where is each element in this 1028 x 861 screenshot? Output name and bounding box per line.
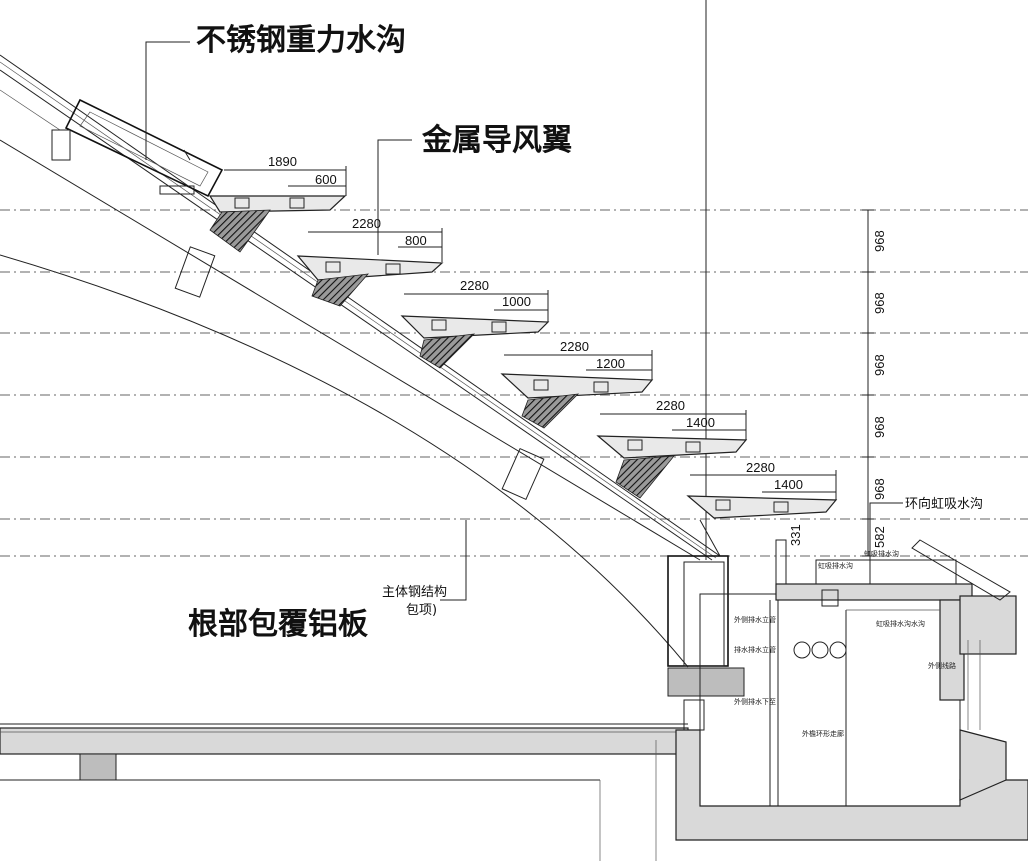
- vdim-3: 968: [872, 354, 887, 376]
- dim-total-1: 1890: [268, 154, 297, 169]
- deflector-wing-3: [400, 315, 550, 369]
- tiny-note-4: 虹吸排水沟水沟: [876, 619, 925, 628]
- dim-part-4: 1200: [596, 356, 625, 371]
- root-cladding-label: 根部包覆铝板: [188, 607, 368, 642]
- deflector-wing-4: [500, 373, 654, 501]
- dim-part-6: 1400: [774, 477, 803, 492]
- dim-total-4: 2280: [560, 339, 589, 354]
- tiny-notes: 外侧排水立管 排水排水立管 外侧排水下至 虹吸排水沟水沟 外侧线路: [734, 615, 956, 706]
- stainless-gutter: [51, 98, 224, 198]
- lower-structure: [0, 539, 1028, 861]
- gutter-label: 不锈钢重力水沟: [196, 23, 406, 58]
- outer-corridor-label: 外檐环形走廊: [802, 729, 844, 738]
- dim-part-3: 1000: [502, 294, 531, 309]
- vdim-6: 582: [872, 526, 887, 548]
- tiny-note-5: 外侧线路: [928, 661, 956, 670]
- deflector-wings: [174, 195, 838, 557]
- dim-total-5: 2280: [656, 398, 685, 413]
- tiny-note-1: 外侧排水立管: [734, 615, 776, 624]
- siphon-drain-label: 虹吸排水沟: [818, 561, 853, 570]
- deflector-wing-5: [596, 435, 748, 499]
- dim-part-2: 800: [405, 233, 427, 248]
- vdim-7: 331: [788, 524, 803, 546]
- dim-total-6: 2280: [746, 460, 775, 475]
- dim-part-1: 600: [315, 172, 337, 187]
- vdim-2: 968: [872, 292, 887, 314]
- tiny-note-2: 排水排水立管: [734, 645, 776, 654]
- dim-total-2: 2280: [352, 216, 381, 231]
- main-steel-note: 包项): [406, 603, 437, 618]
- roof-slope: [0, 54, 721, 561]
- dim-part-5: 1400: [686, 415, 715, 430]
- deflector-dims: 1890 600 2280 800 2280 1000 2280 1200 22…: [268, 154, 803, 492]
- siphon-drain-label-2: 虹吸排水沟: [864, 549, 899, 558]
- vertical-dimension-chain: 968 968 968 968 968 582 331: [788, 209, 887, 557]
- deflector-wing-1: [174, 195, 347, 298]
- dim-total-3: 2280: [460, 278, 489, 293]
- vdim-1: 968: [872, 230, 887, 252]
- vdim-4: 968: [872, 416, 887, 438]
- leader-lines: [145, 41, 903, 601]
- deflector-label: 金属导风翼: [421, 123, 572, 158]
- ring-siphon-label: 环向虹吸水沟: [905, 496, 983, 512]
- deflector-wing-6: [686, 495, 838, 557]
- tiny-note-3: 外侧排水下至: [734, 697, 776, 706]
- deflector-dimension-lines: [224, 166, 837, 500]
- main-steel-label: 主体钢结构: [382, 585, 447, 600]
- main-steel-arc: [0, 254, 689, 668]
- deflector-wing-2: [296, 255, 444, 307]
- vdim-5: 968: [872, 478, 887, 500]
